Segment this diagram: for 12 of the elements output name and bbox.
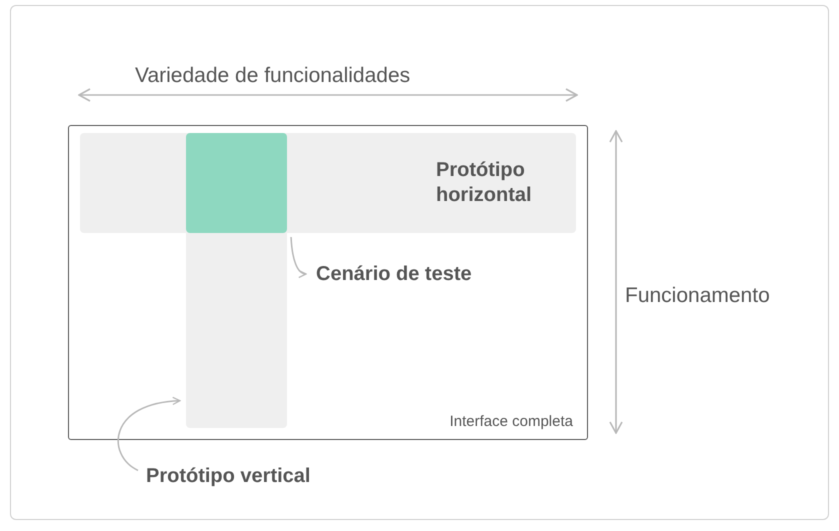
highlight-square bbox=[186, 133, 287, 233]
callout-text: Protótipo vertical bbox=[146, 464, 310, 488]
frame-caption: Interface completa bbox=[450, 412, 573, 432]
dimension-label: Funcionamento bbox=[625, 283, 770, 309]
callout-text: Cenário de teste bbox=[316, 262, 472, 286]
dimension-label: Variedade de funcionalidades bbox=[135, 63, 410, 89]
vertical-band bbox=[186, 233, 287, 428]
horizontal-band bbox=[80, 133, 576, 233]
interface-frame bbox=[68, 125, 588, 440]
curved-arrow bbox=[290, 236, 307, 278]
curved-arrow bbox=[118, 397, 181, 472]
band-title: Protótipo horizontal bbox=[436, 158, 533, 208]
